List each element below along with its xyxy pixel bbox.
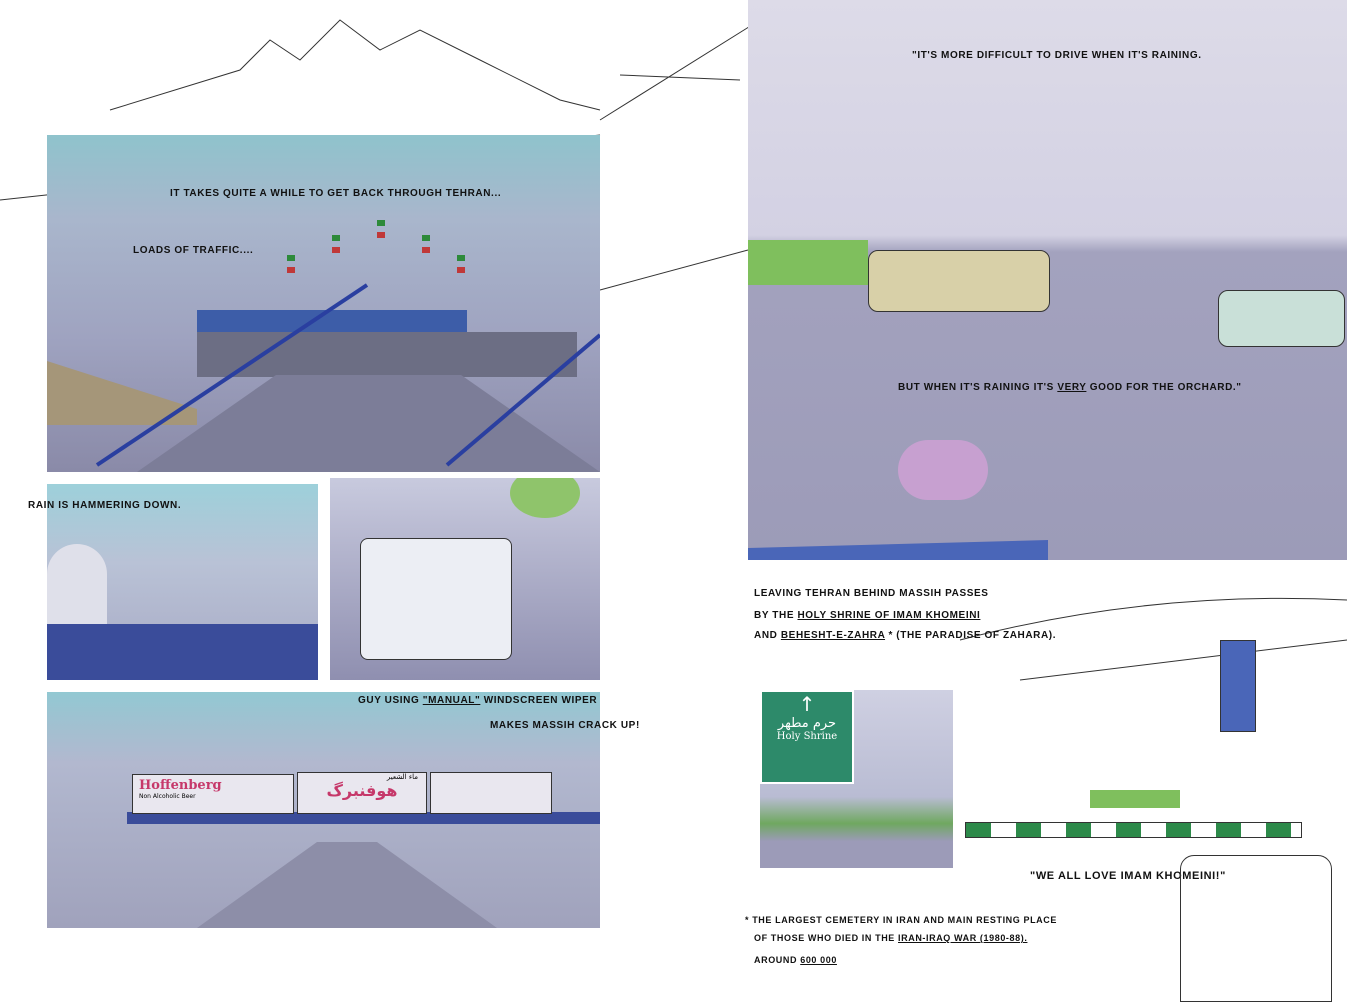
caption-takes-a-while: It takes quite a while to get back throu…	[170, 188, 502, 199]
caption-leaving-3b: Behesht-e-Zahra	[780, 630, 886, 641]
road-sign-english: Holy Shrine	[776, 731, 838, 742]
billboard-hoffenberg: Hoffenberg Non Alcoholic Beer	[132, 774, 294, 814]
road-sign: ↑ حرم مطهر Holy Shrine	[760, 690, 854, 784]
driver-sketch	[1180, 855, 1332, 1002]
footnote-line-2: of those who died in the Iran-Iraq war (…	[754, 933, 1027, 943]
footnote-3a: Around	[754, 955, 798, 965]
wiper-edge	[748, 540, 1048, 560]
caption-leaving-3: and Behesht-e-Zahra * (the paradise of Z…	[754, 630, 1056, 641]
panel-truck-cab	[47, 484, 318, 680]
caption-manual-wiper: Guy using "manual" windscreen wiper	[358, 695, 597, 706]
panel-pickup-truck	[330, 478, 600, 680]
panel-billboards: Hoffenberg Non Alcoholic Beer ماء الشعير…	[47, 692, 600, 928]
overpass-banner	[197, 310, 467, 332]
pickup-truck	[360, 538, 512, 660]
billboard-persian: ماء الشعير هوفنبرگ	[297, 772, 427, 814]
khomeini-poster	[1220, 640, 1256, 732]
motorcyclist	[898, 440, 988, 500]
barrier	[965, 822, 1302, 838]
road-below	[197, 842, 497, 928]
caption-quote-2a: But when it's raining it's	[898, 382, 1054, 393]
billboard-third	[430, 772, 552, 814]
caption-manual-2: windscreen wiper	[483, 695, 598, 706]
billboard-persian-large: هوفنبرگ	[326, 781, 398, 800]
caption-quote-raining: "It's more difficult to drive when it's …	[912, 50, 1202, 61]
billboard-bridge	[127, 812, 600, 824]
caption-manual-1: Guy using	[358, 695, 420, 706]
road-sign-persian: حرم مطهر	[777, 716, 837, 731]
caption-quote-2c: good for the orchard."	[1089, 382, 1242, 393]
footnote-3b: 600 000	[800, 955, 837, 965]
caption-leaving-3c: * (the paradise of Zahara).	[888, 630, 1057, 641]
footnote-line-1: * The largest cemetery in Iran and main …	[745, 915, 1057, 925]
caption-crack-up: makes Massih crack up!	[490, 720, 640, 731]
caption-leaving-2: by the Holy Shrine of Imam Khomeini	[754, 610, 980, 621]
billboard-brand: Hoffenberg	[139, 778, 222, 793]
driver	[47, 544, 107, 624]
grass-verge	[748, 240, 868, 285]
car-right	[1218, 290, 1345, 347]
panel-holy-shrine-sign: ↑ حرم مطهر Holy Shrine	[760, 690, 953, 868]
billboard-sub: Non Alcoholic Beer	[139, 793, 196, 800]
caption-rain: Rain is hammering down.	[28, 500, 182, 511]
panel-highway-overpass	[47, 135, 600, 472]
caption-quote-orchard: But when it's raining it's very good for…	[898, 382, 1242, 393]
caption-leaving-2a: by the	[754, 610, 795, 621]
green-patch	[1090, 790, 1180, 808]
flags	[95, 220, 600, 467]
caption-manual-word: "manual"	[422, 695, 481, 706]
footnote-2a: of those who died in the	[754, 933, 895, 943]
caption-leaving-3a: and	[754, 630, 778, 641]
up-arrow-icon: ↑	[798, 692, 816, 716]
caption-quote-2b: very	[1057, 382, 1087, 393]
billboard-persian-small: ماء الشعير	[386, 773, 418, 781]
caption-traffic: Loads of traffic....	[133, 245, 254, 256]
caption-we-all-love: "We all love Imam Khomeini!"	[1030, 870, 1226, 882]
panel-traffic-rain	[748, 0, 1347, 560]
footnote-line-3: Around 600 000	[754, 955, 837, 965]
cars	[868, 250, 1050, 312]
caption-leaving-1: Leaving Tehran behind Massih passes	[754, 588, 989, 599]
tree	[510, 478, 580, 518]
caption-leaving-2b: Holy Shrine of Imam Khomeini	[797, 610, 981, 621]
footnote-2b: Iran-Iraq war (1980-88).	[898, 933, 1028, 943]
dashboard	[47, 624, 318, 680]
